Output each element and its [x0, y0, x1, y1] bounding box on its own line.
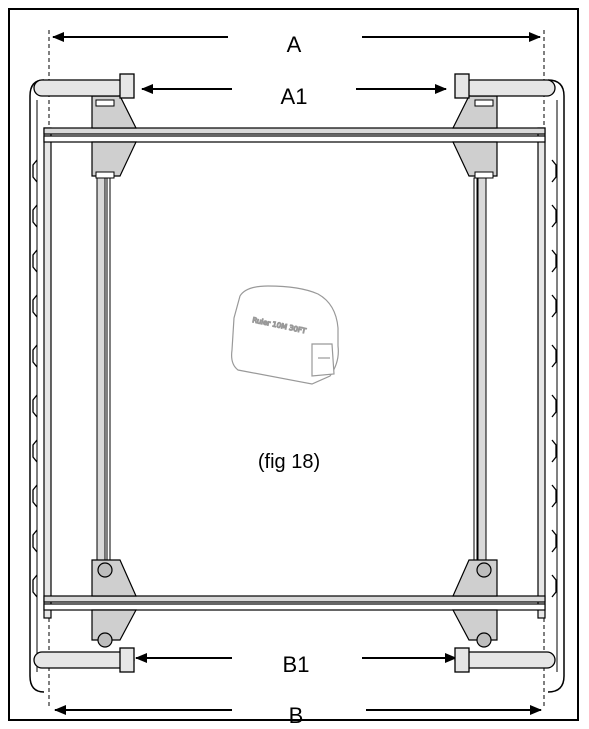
top-horizontal-rail — [43, 127, 546, 143]
handle-top-right — [462, 79, 556, 97]
label-a: A — [287, 32, 302, 57]
handle-top-left — [33, 79, 127, 97]
handle-top-right-clamp — [454, 73, 470, 99]
bottom-horizontal-rail — [43, 595, 546, 611]
handle-bottom-right — [454, 651, 556, 669]
bracket-top-right-lower — [452, 141, 498, 177]
screws — [95, 99, 494, 179]
label-a1: A1 — [281, 84, 308, 109]
side-slots-right — [551, 159, 557, 598]
handle-top-left-clamp — [119, 73, 135, 99]
knob-bottom-right-lower — [476, 632, 492, 648]
bracket-bottom-left-lower — [91, 609, 137, 641]
handle-bottom-left-clamp — [119, 647, 135, 673]
knobs — [97, 562, 492, 648]
side-frame-left — [29, 79, 45, 693]
label-b: B — [289, 703, 304, 728]
bracket-top-left-lower — [91, 141, 137, 177]
handle-bottom-left — [33, 651, 135, 669]
knob-bottom-left-lower — [97, 632, 113, 648]
tape-measure-icon: Ruler 10M 30FT — [231, 285, 339, 385]
handle-bottom-right-clamp — [454, 647, 470, 673]
side-slots-left — [32, 159, 38, 598]
figure-caption: (fig 18) — [258, 451, 320, 473]
knob-bottom-left-upper — [97, 562, 113, 578]
label-b1: B1 — [283, 652, 310, 677]
bracket-bottom-right-lower — [452, 609, 498, 641]
bracket-bottom-left-upper — [91, 559, 137, 597]
top-handles — [33, 73, 556, 99]
bottom-handles — [33, 647, 556, 673]
side-frame-right — [547, 79, 565, 693]
knob-bottom-right-upper — [476, 562, 492, 578]
bracket-bottom-right-upper — [452, 559, 498, 597]
